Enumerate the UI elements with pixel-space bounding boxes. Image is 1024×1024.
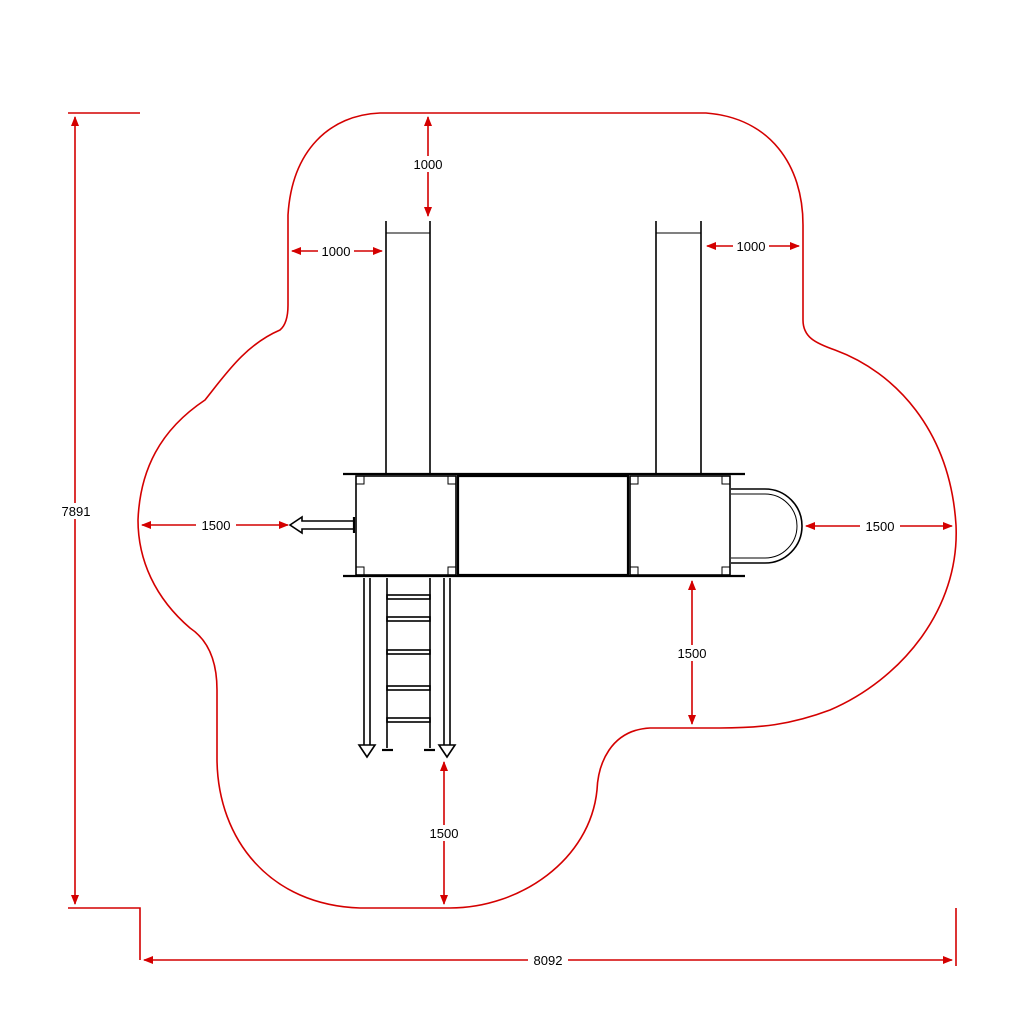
left-upper-clearance-label: 1000: [322, 244, 351, 259]
right-upper-clearance-dimension: 1000: [706, 238, 800, 254]
left-platform: [355, 475, 457, 576]
top-clearance-label: 1000: [414, 157, 443, 172]
safety-zone-outline: [137, 112, 957, 909]
right-down-arrow: [437, 578, 457, 759]
lower-right-clearance-dimension: 1500: [672, 580, 712, 725]
middle-bridge: [456, 474, 630, 577]
overall-width-dimension: 8092: [143, 908, 957, 968]
bottom-clearance-label: 1500: [430, 826, 459, 841]
overall-height-label: 7891: [62, 504, 91, 519]
left-tall-post: [385, 221, 431, 474]
right-tall-post: [655, 221, 702, 474]
right-clearance-dimension: 1500: [805, 518, 953, 534]
left-clearance-label: 1500: [202, 518, 231, 533]
right-platform: [629, 475, 731, 576]
right-curved-handrail: [731, 488, 803, 564]
right-upper-clearance-label: 1000: [737, 239, 766, 254]
right-clearance-label: 1500: [866, 519, 895, 534]
left-down-arrow: [357, 578, 377, 759]
left-upper-clearance-dimension: 1000: [291, 243, 383, 259]
top-clearance-dimension: 1000: [410, 116, 446, 217]
overall-height-dimension: 7891: [55, 112, 141, 960]
bottom-clearance-dimension: 1500: [424, 761, 464, 905]
play-structure: [288, 221, 803, 759]
ladder: [382, 578, 435, 752]
left-exit-arrow: [288, 515, 356, 535]
left-clearance-dimension: 1500: [141, 517, 289, 533]
lower-right-clearance-label: 1500: [678, 646, 707, 661]
overall-width-label: 8092: [534, 953, 563, 968]
